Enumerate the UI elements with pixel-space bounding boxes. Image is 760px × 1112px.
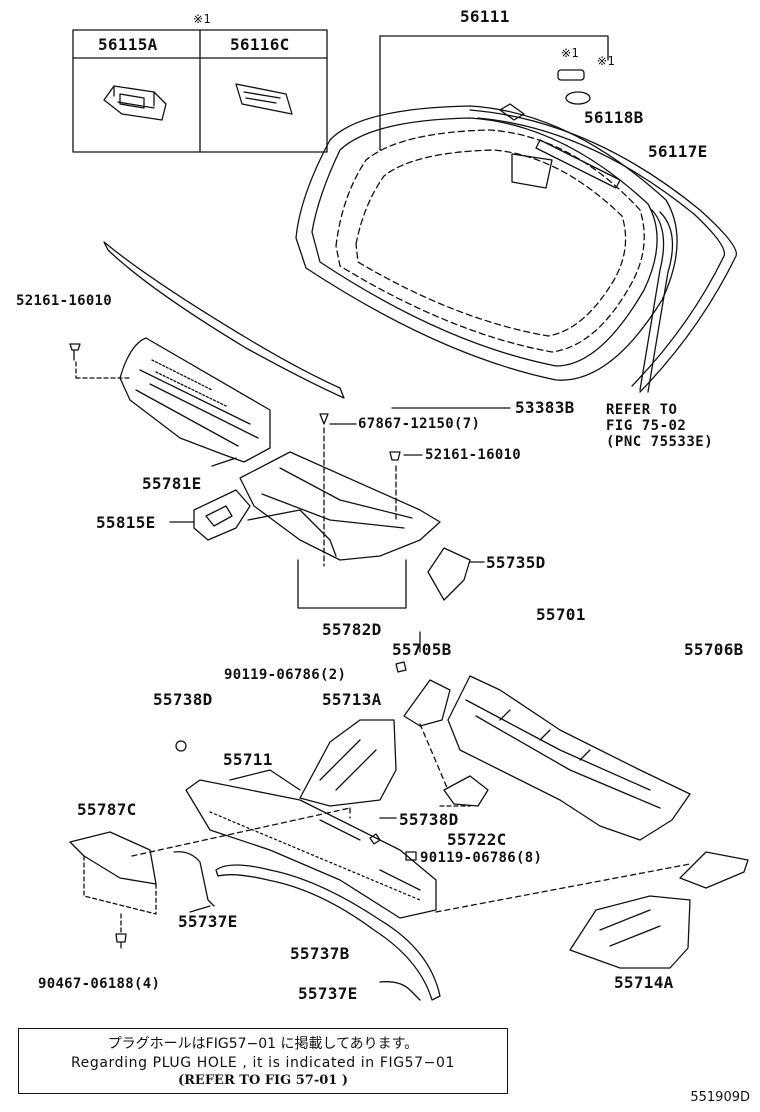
label-55737E-b: 55737E [298,984,358,1003]
label-55735D: 55735D [486,553,546,572]
seal-55737E-a [173,851,215,907]
label-90467: 90467-06188(4) [38,976,161,992]
bracket-55722C [439,775,489,807]
label-55737E-a: 55737E [178,912,238,931]
cowl-top-55781E [119,337,271,463]
note-box: プラグホールはFIG57−01 に掲載してあります。 Regarding PLU… [18,1028,508,1094]
label-55706B: 55706B [684,640,744,659]
label-53383B: 53383B [515,398,575,417]
label-55738D-b: 55738D [399,810,459,829]
ref-line-3: (PNC 75533E) [606,434,714,450]
label-56115A: 56115A [98,35,158,54]
mark-a: ※1 [561,46,579,60]
label-55701: 55701 [536,605,586,624]
bracket-55815E [169,489,251,541]
label-90119-b: 90119-06786(8) [420,850,543,866]
windshield-glass [295,105,678,381]
label-56117E: 56117E [648,142,708,161]
cowl-panel-55782D [239,427,441,609]
bracket-55787C [69,831,157,915]
clip-52161-left [69,343,131,379]
label-52161-mid: 52161-16010 [425,447,522,463]
bracket-55705B [403,679,451,727]
label-55737B: 55737B [290,944,350,963]
bracket-55706B [679,851,749,889]
label-55815E: 55815E [96,513,156,532]
label-52161-top: 52161-16010 [16,293,113,309]
label-56116C: 56116C [230,35,290,54]
grommet-55738D-b [369,833,381,845]
note-line-3: (REFER TO FIG 57-01 ) [177,1073,349,1088]
figure-id: 551909D [690,1090,750,1105]
ref-line-2: FIG 75-02 [606,418,687,434]
label-55705B: 55705B [392,640,452,659]
clip-52161-mid [389,451,423,461]
clip-67867 [319,413,357,425]
label-67867: 67867-12150(7) [358,416,481,432]
label-56118B: 56118B [584,108,644,127]
pad-56116C-shape [235,83,293,115]
weatherstrip-53383B [103,241,511,409]
label-55722C: 55722C [447,830,507,849]
note-line-2: Regarding PLUG HOLE , it is indicated in… [70,1055,456,1071]
label-55782D: 55782D [322,620,382,639]
seal-55737B [215,864,441,1001]
assembly-lines [131,723,691,913]
inset-box [72,29,328,153]
label-55711: 55711 [223,750,273,769]
label-55787C: 55787C [77,800,137,819]
label-55738D-a: 55738D [153,690,213,709]
seal-55735D [427,547,485,601]
panel-55714A [569,895,691,969]
inset-marker: ※1 [193,12,211,26]
dash-panel-55711 [185,769,437,919]
ref-line-1: REFER TO [606,402,678,418]
clip-56115A-shape [103,85,167,121]
clip-90467 [115,933,127,949]
label-55713A: 55713A [322,690,382,709]
molding-56117E [469,109,737,393]
screw-90119-a [395,661,407,673]
molding-56118B [499,69,621,189]
screw-90119-b [405,851,417,861]
note-line-1: プラグホールはFIG57−01 に掲載してあります。 [107,1036,419,1052]
label-55714A: 55714A [614,973,674,992]
grommet-55738D-a [175,740,187,752]
label-56111: 56111 [460,7,510,26]
cowl-panel-55701 [447,675,691,841]
seal-55737E-b [379,981,421,1001]
mark-b: ※1 [597,54,615,68]
panel-55713A [299,719,397,807]
label-90119-a: 90119-06786(2) [224,667,347,683]
label-55781E: 55781E [142,474,202,493]
